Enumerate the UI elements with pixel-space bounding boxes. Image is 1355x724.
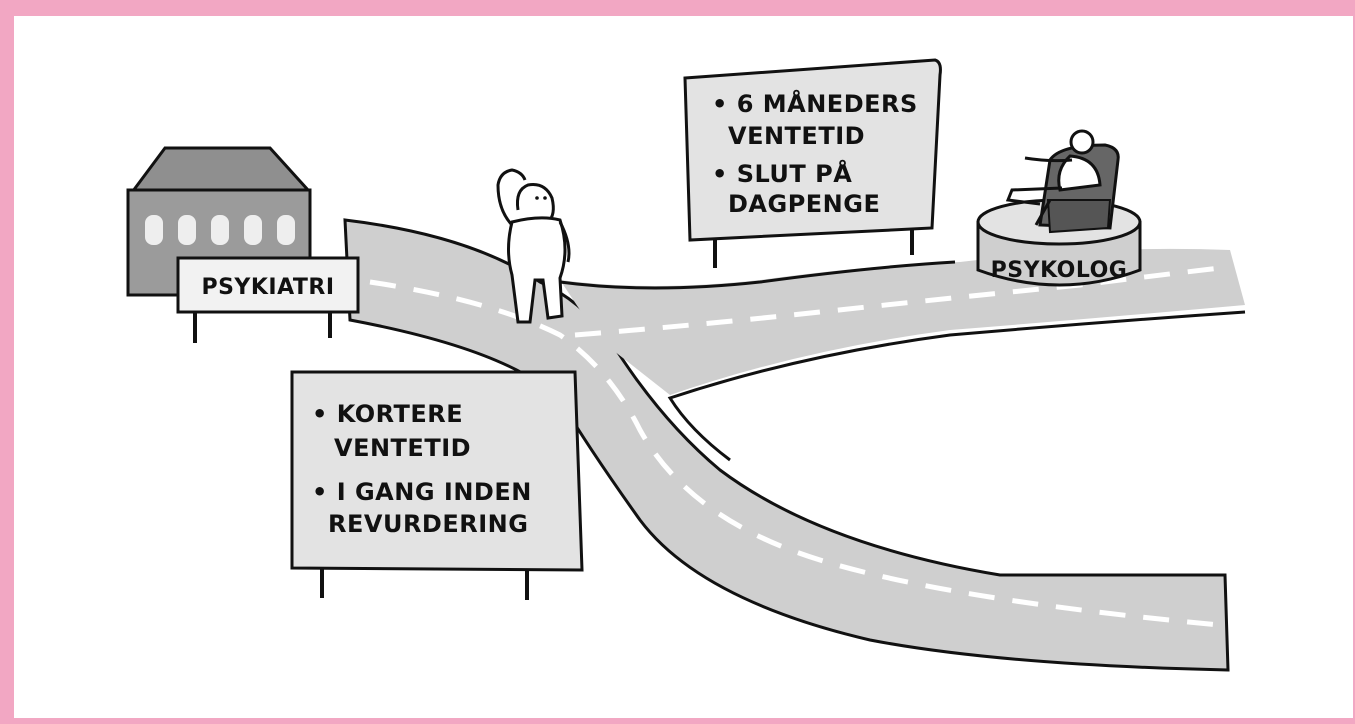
psykiatri-board-line-3: • I GANG INDEN — [312, 478, 532, 506]
psykolog-board-line-2: VENTETID — [728, 122, 865, 150]
psykiatri-board-line-4: REVURDERING — [328, 510, 528, 538]
psykolog-label: PSYKOLOG — [991, 258, 1128, 283]
psykiatri-board-line-2: VENTETID — [334, 434, 471, 462]
psykolog-info-board: • 6 MÅNEDERS VENTETID • SLUT PÅ DAGPENGE — [685, 60, 940, 268]
psykiatri-board-line-1: • KORTERE — [312, 400, 463, 428]
psykiatri-label: PSYKIATRI — [201, 275, 334, 300]
psykiatri-sign: PSYKIATRI — [178, 258, 358, 343]
psykiatri-info-board: • KORTERE VENTETID • I GANG INDEN REVURD… — [292, 372, 582, 600]
psykolog-board-line-3: • SLUT PÅ — [712, 159, 852, 188]
psykolog-board-line-4: DAGPENGE — [728, 190, 880, 218]
psykolog-board-line-1: • 6 MÅNEDERS — [712, 89, 918, 118]
road-to-psykolog — [560, 249, 1245, 395]
